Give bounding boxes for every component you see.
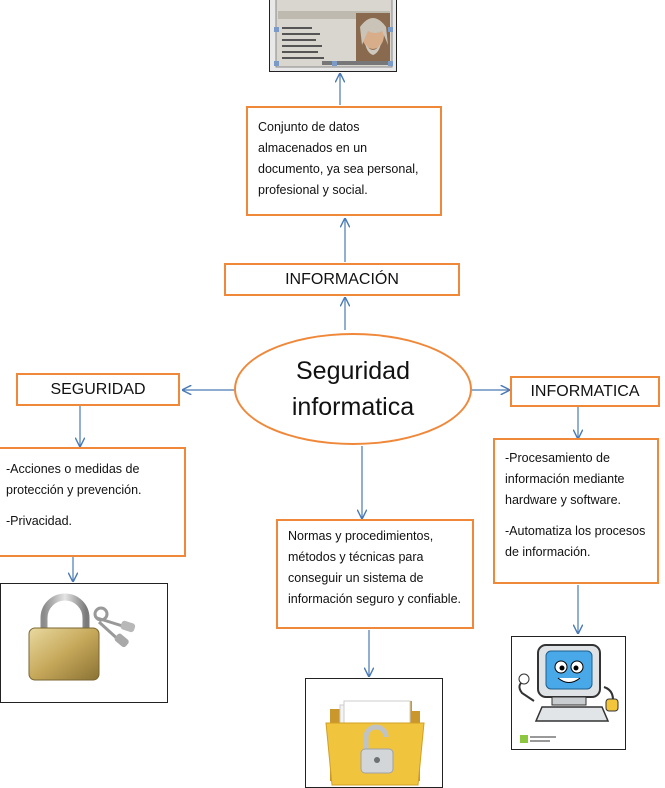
folder-with-open-lock-icon — [325, 700, 425, 786]
central-topic-line2: informatica — [291, 393, 415, 421]
seguridad-point: -Privacidad. — [6, 514, 72, 528]
informatica-point: -Procesamiento de información mediante h… — [505, 451, 625, 507]
id-card-image — [269, 0, 397, 72]
seguridad-label: SEGURIDAD — [50, 380, 146, 398]
informacion-label: INFORMACIÓN — [285, 270, 399, 288]
informacion-description: Conjunto de datos almacenados en un docu… — [258, 120, 419, 197]
informatica-label-box: INFORMATICA — [510, 376, 660, 407]
cartoon-computer-icon — [518, 644, 619, 743]
center-detail-box: Normas y procedimientos, métodos y técni… — [276, 519, 474, 629]
informatica-point: -Automatiza los procesos de información. — [505, 524, 646, 559]
center-detail-description: Normas y procedimientos, métodos y técni… — [288, 529, 462, 606]
central-topic: Seguridad informatica — [234, 333, 472, 445]
seguridad-points-box: -Acciones o medidas de protección y prev… — [0, 447, 186, 557]
folder-image — [305, 678, 443, 788]
computer-image — [511, 636, 626, 750]
informatica-label: INFORMATICA — [530, 382, 640, 400]
seguridad-label-box: SEGURIDAD — [16, 373, 180, 406]
central-topic-line1: Seguridad — [296, 357, 410, 385]
informacion-label-box: INFORMACIÓN — [224, 263, 460, 296]
informatica-points-box: -Procesamiento de información mediante h… — [493, 438, 659, 584]
padlock-with-keys-icon — [28, 593, 136, 681]
id-card-icon — [274, 0, 393, 68]
informacion-description-box: Conjunto de datos almacenados en un docu… — [246, 106, 442, 216]
seguridad-point: -Acciones o medidas de protección y prev… — [6, 462, 142, 497]
padlock-image — [0, 583, 168, 703]
